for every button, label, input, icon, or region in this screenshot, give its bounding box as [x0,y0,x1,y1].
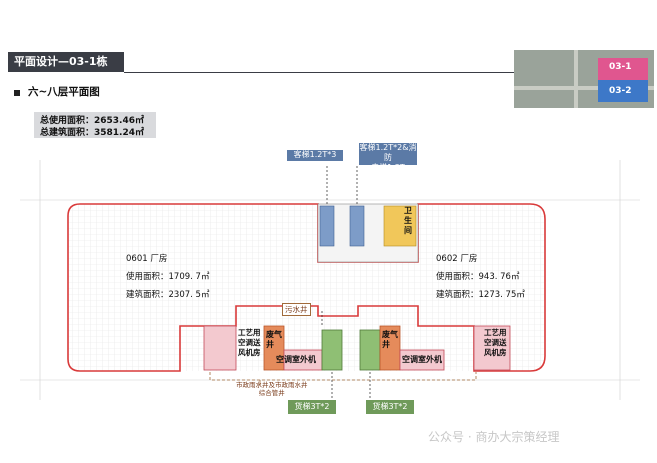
combo-shaft-label: 市政雨水井及市政雨水井 综合管井 [236,381,308,397]
wechat-watermark: 公众号 · 商办大宗策经理 [428,430,560,444]
shaft-leader [209,372,477,381]
page-title: 平面设计—03-1栋 [8,52,124,72]
ac-outdoor-left-label: 空调室外机 [276,355,316,364]
exhaust-shaft-right [379,325,401,371]
bullet-icon [14,90,20,96]
process-ac-room-right [473,325,511,371]
map-road [514,86,654,90]
unit-0601-build-area: 建筑面积：2307. 5㎡ [126,290,210,300]
site-key-map: 03-1 03-2 [514,50,654,108]
callout-freight-right: 货梯3T*2 [366,400,414,414]
callout-passenger-elevator-right: 客梯1.2T*2&消防 电梯1.2T [359,143,417,172]
sewage-shaft-label: 污水井 [282,303,311,316]
unit-0601-use-area: 使用面积：1709. 7㎡ [126,272,210,282]
callout-passenger-elevator-left: 客梯1.2T*3 [287,150,343,161]
unit-0602-name: 0602 厂房 [436,254,478,264]
process-ac-left-label: 工艺用空调送风机房 [238,328,261,357]
unit-0602-use-area: 使用面积：943. 76㎡ [436,272,520,282]
ac-outdoor-right [399,349,445,371]
ac-outdoor-right-label: 空调室外机 [402,355,442,364]
map-tag-03-1: 03-1 [609,62,632,72]
callout-freight-left: 货梯3T*2 [288,400,336,414]
map-road [574,50,578,108]
title-divider [124,72,514,73]
area-summary: 总使用面积：2653.46㎡ 总建筑面积：3581.24㎡ [34,112,156,138]
freight-elevator-left [321,329,343,371]
map-block-03-2 [598,80,648,102]
freight-elevator-right [359,329,381,371]
exhaust-shaft-left [263,325,285,371]
map-tag-03-2: 03-2 [609,86,632,96]
total-build-area: 总建筑面积：3581.24㎡ [40,128,144,138]
passenger-elevator-right [349,205,365,247]
exhaust-left-label: 废气井 [266,330,282,349]
passenger-elevator-left [319,205,335,247]
restroom [383,205,417,247]
process-ac-right-label: 工艺用空调送风机房 [484,328,507,357]
exhaust-right-label: 废气井 [382,330,398,349]
leader-lines [321,166,371,400]
process-ac-room-left [203,325,237,371]
unit-boundary [67,203,546,372]
total-use-area: 总使用面积：2653.46㎡ [40,116,144,126]
floor-plan [20,160,640,400]
floor-subtitle: 六~八层平面图 [28,86,100,98]
unit-0601-name: 0601 厂房 [126,254,168,264]
building-floor-area [68,204,545,371]
unit-0602-build-area: 建筑面积：1273. 75㎡ [436,290,525,300]
restroom-label: 卫生间 [404,206,412,235]
sohu-watermark: 搜狐号@搜狐焦点邯郸站 [476,442,609,456]
map-block-03-1 [598,58,648,80]
